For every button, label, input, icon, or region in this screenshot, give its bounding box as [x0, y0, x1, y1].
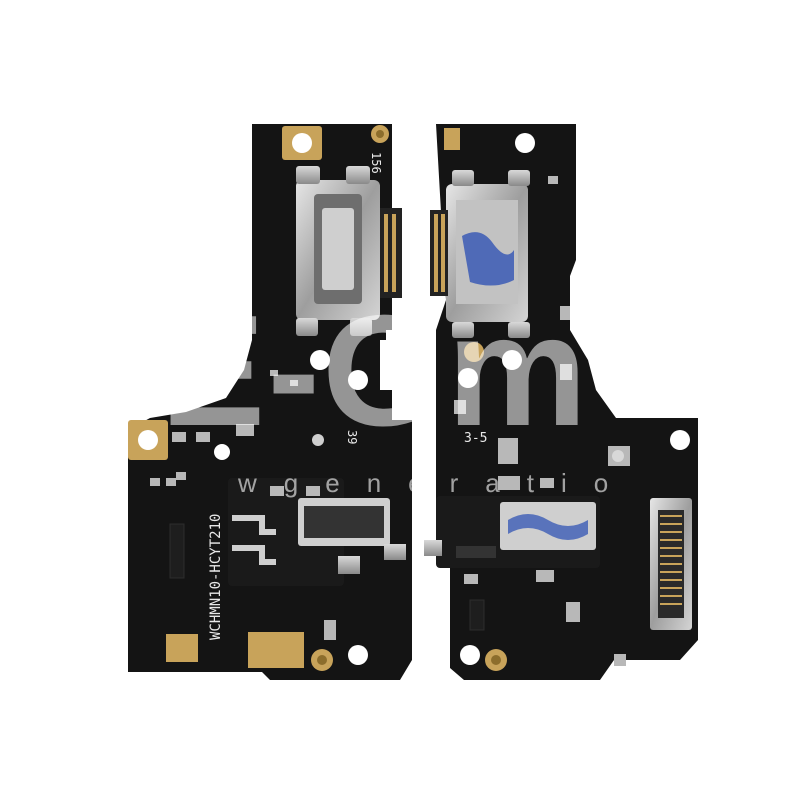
right-board-label-3-5: 3-5 [464, 431, 487, 446]
left-board-label-156: 156 [369, 152, 383, 174]
right-pcb-board: 3-5 [424, 124, 698, 680]
left-board-part-number: WCHMN10-HCYT210 [208, 514, 224, 640]
watermark-logo: E-Gm [160, 283, 590, 459]
watermark-subtitle: wgeneratio [238, 468, 636, 498]
left-pcb-board: 156 39 WCHMN10-HCYT210 [128, 124, 412, 680]
left-board-label-39: 39 [345, 430, 359, 444]
